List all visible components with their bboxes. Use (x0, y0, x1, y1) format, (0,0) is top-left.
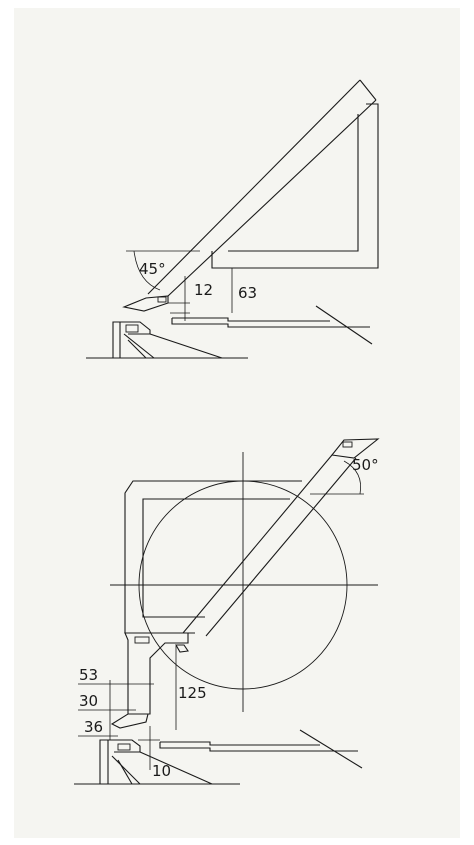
lower-dim-30-label: 30 (79, 692, 98, 710)
lower-gripper-latch (175, 644, 189, 653)
lower-top-blade (330, 438, 380, 459)
upper-blade (122, 295, 169, 312)
lower-top-blade-shape (330, 438, 380, 459)
lower-frame-inner (142, 498, 290, 618)
upper-rail-end (315, 305, 373, 345)
lower-gap-dimension: 10 (138, 726, 171, 780)
upper-gap-label: 12 (194, 281, 213, 299)
upper-frame (211, 103, 379, 269)
lower-height-dimension: 125 (175, 646, 207, 730)
upper-arm-tip (359, 79, 377, 101)
upper-height-label: 63 (238, 284, 257, 302)
lower-base-slope-3 (139, 751, 213, 785)
lower-gripper-head (110, 632, 189, 729)
lower-view: 50° 53 30 36 125 10 (74, 438, 380, 785)
lower-gripper-blade (110, 713, 149, 729)
upper-arm (147, 79, 377, 297)
upper-gap-dimension: 12 (168, 276, 213, 321)
lower-arm (182, 454, 357, 637)
lower-dim-10-label: 10 (152, 762, 171, 780)
upper-height-dimension: 63 (214, 267, 257, 313)
lower-base (74, 739, 240, 785)
lower-gripper-clamp (134, 636, 150, 644)
upper-angle-dimension: 45° (126, 250, 200, 291)
upper-base-slope-3 (149, 333, 223, 359)
lower-rail-lower (159, 742, 358, 752)
lower-rail-upper (160, 741, 320, 746)
lower-angle-label: 50° (352, 456, 379, 474)
lower-angle-dimension: 50° (310, 456, 379, 495)
lower-gripper-body (124, 632, 189, 715)
lower-rail-end (299, 729, 363, 769)
upper-angle-label: 45° (139, 260, 166, 278)
lower-arm-edge-left (182, 454, 333, 634)
upper-blade-clip (157, 296, 167, 303)
upper-rail-upper (172, 317, 330, 322)
lower-base-slope-2 (117, 759, 133, 785)
upper-angle-arc (133, 250, 161, 291)
lower-centerlines (110, 452, 378, 712)
lower-angle-arc (343, 460, 362, 495)
lower-rail (159, 729, 363, 769)
upper-arm-edge-right (167, 99, 377, 297)
lower-dim-53-label: 53 (79, 666, 98, 684)
upper-base (86, 321, 248, 359)
upper-blade-shape (122, 295, 169, 312)
upper-frame-inner (228, 114, 359, 252)
lower-base-body (99, 739, 141, 784)
upper-base-slope-1 (123, 333, 155, 359)
upper-base-clamp (125, 324, 139, 333)
upper-rail-lower (171, 318, 370, 328)
lower-top-blade-clip (342, 441, 353, 448)
upper-rail (171, 305, 373, 345)
upper-frame-outer (211, 103, 379, 269)
upper-view: 45° 12 63 (86, 79, 379, 359)
drawing-sheet (14, 8, 460, 838)
lower-arm-edge-right (205, 457, 357, 637)
lower-dim-125-label: 125 (178, 684, 207, 702)
upper-base-slope-2 (127, 339, 147, 359)
lower-base-clamp (117, 743, 131, 751)
lower-base-slope-1 (111, 755, 141, 785)
lower-dim-36-label: 36 (84, 718, 103, 736)
upper-arm-edge-left (147, 79, 361, 295)
upper-base-body (112, 321, 151, 358)
lower-width-dimensions: 53 30 36 (78, 666, 154, 740)
